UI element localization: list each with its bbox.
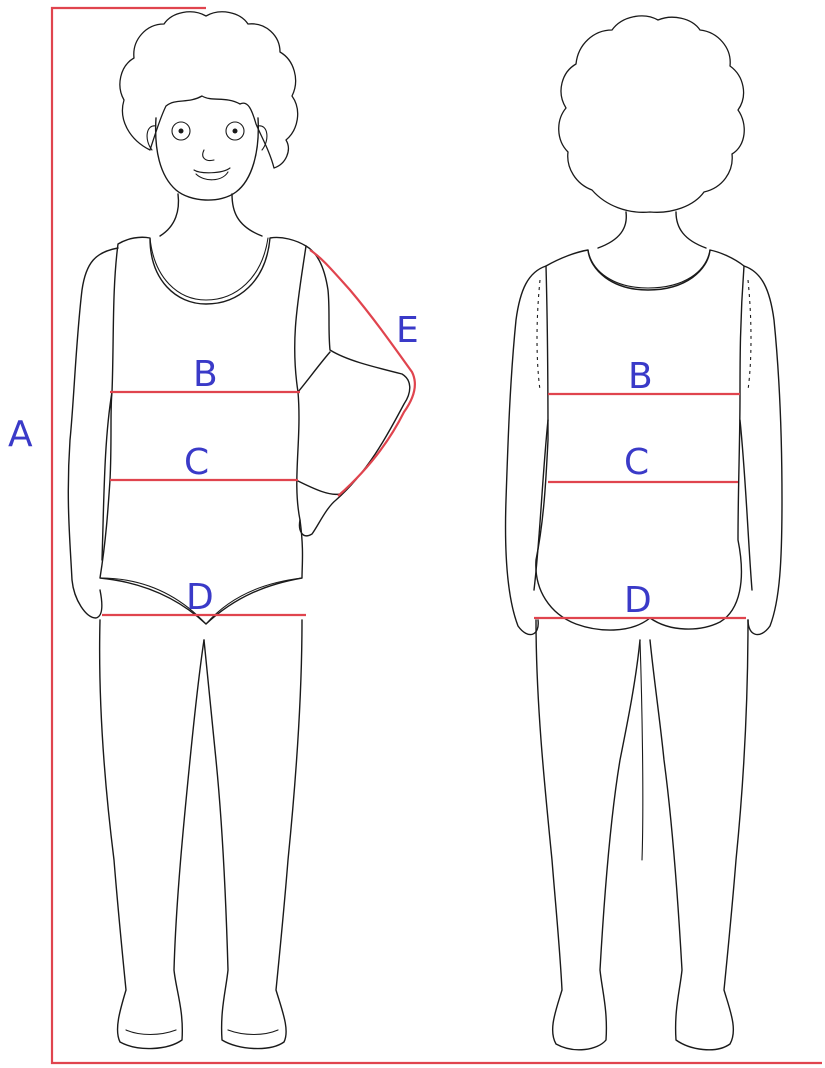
label-b-front: B bbox=[193, 354, 218, 395]
front-right-arm bbox=[300, 246, 410, 536]
label-d-back: D bbox=[624, 580, 652, 621]
label-c-back: C bbox=[624, 442, 649, 483]
label-a: A bbox=[8, 414, 33, 455]
front-legs bbox=[100, 620, 204, 1049]
back-figure bbox=[506, 16, 783, 1050]
label-d-front: D bbox=[186, 577, 214, 618]
front-figure bbox=[68, 12, 409, 1049]
measure-line-a bbox=[52, 8, 822, 1063]
label-c-front: C bbox=[184, 442, 209, 483]
measurement-lines bbox=[52, 8, 822, 1063]
label-b-back: B bbox=[628, 356, 653, 397]
front-face bbox=[156, 118, 259, 200]
label-e: E bbox=[396, 310, 419, 351]
back-legs bbox=[536, 620, 640, 1050]
back-right-arm bbox=[744, 266, 782, 635]
back-swimsuit bbox=[536, 250, 744, 630]
front-swimsuit bbox=[100, 237, 306, 624]
back-hair bbox=[559, 16, 745, 212]
front-hair bbox=[120, 12, 298, 168]
back-left-arm bbox=[506, 266, 547, 635]
